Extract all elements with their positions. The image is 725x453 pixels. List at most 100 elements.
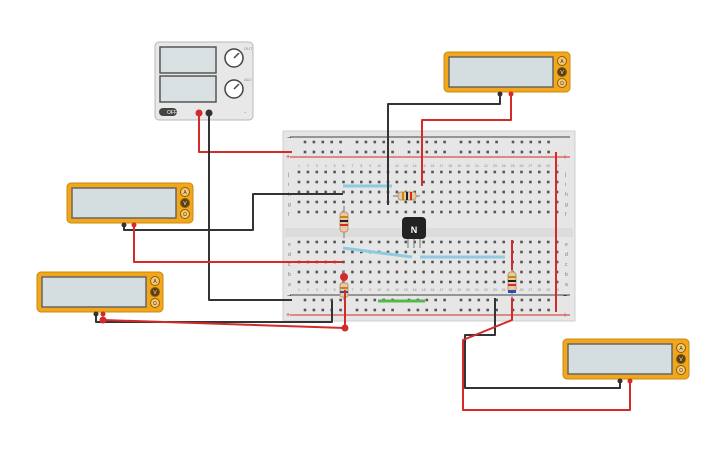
breadboard-hole[interactable] — [520, 270, 523, 274]
breadboard-hole[interactable] — [555, 240, 559, 244]
breadboard-hole[interactable] — [475, 190, 479, 194]
rail-hole[interactable] — [416, 140, 420, 144]
breadboard-hole[interactable] — [431, 180, 434, 184]
breadboard-hole[interactable] — [404, 250, 408, 254]
breadboard-hole[interactable] — [546, 250, 550, 254]
breadboard-hole[interactable] — [484, 170, 488, 174]
breadboard-hole[interactable] — [368, 200, 372, 204]
breadboard-hole[interactable] — [466, 240, 470, 244]
breadboard-hole[interactable] — [475, 170, 479, 174]
breadboard-hole[interactable] — [360, 280, 363, 284]
breadboard-hole[interactable] — [466, 260, 470, 264]
rail-hole[interactable] — [373, 150, 377, 154]
breadboard-hole[interactable] — [457, 170, 461, 174]
rail-hole[interactable] — [434, 308, 437, 312]
breadboard-hole[interactable] — [351, 260, 354, 264]
rail-hole[interactable] — [443, 298, 446, 302]
breadboard-hole[interactable] — [555, 210, 559, 214]
breadboard-hole[interactable] — [546, 180, 550, 184]
rail-hole[interactable] — [547, 140, 550, 144]
breadboard-hole[interactable] — [404, 210, 408, 214]
breadboard-hole[interactable] — [315, 170, 319, 174]
breadboard-hole[interactable] — [395, 180, 399, 184]
rail-hole[interactable] — [339, 298, 342, 302]
rail-hole[interactable] — [355, 298, 359, 302]
breadboard-hole[interactable] — [297, 200, 301, 204]
breadboard-hole[interactable] — [484, 240, 488, 244]
breadboard-hole[interactable] — [315, 190, 319, 194]
breadboard-hole[interactable] — [538, 190, 541, 194]
breadboard-hole[interactable] — [395, 190, 399, 194]
mode-ohm-button[interactable] — [180, 209, 190, 219]
rail-hole[interactable] — [486, 298, 489, 302]
rail-hole[interactable] — [486, 140, 489, 144]
rail-hole[interactable] — [321, 140, 325, 144]
breadboard-hole[interactable] — [546, 210, 550, 214]
breadboard-hole[interactable] — [449, 270, 452, 274]
rail-hole[interactable] — [330, 140, 333, 144]
breadboard-hole[interactable] — [395, 210, 399, 214]
breadboard-hole[interactable] — [360, 210, 363, 214]
breadboard-hole[interactable] — [324, 200, 327, 204]
breadboard-hole[interactable] — [386, 250, 390, 254]
breadboard-hole[interactable] — [520, 180, 523, 184]
rail-hole[interactable] — [373, 140, 377, 144]
rail-hole[interactable] — [407, 308, 411, 312]
rail-hole[interactable] — [382, 140, 385, 144]
breadboard-hole[interactable] — [306, 190, 310, 194]
rail-hole[interactable] — [391, 308, 394, 312]
breadboard-hole[interactable] — [440, 280, 443, 284]
breadboard-hole[interactable] — [520, 190, 523, 194]
breadboard-hole[interactable] — [457, 260, 461, 264]
breadboard-hole[interactable] — [457, 240, 461, 244]
breadboard-hole[interactable] — [422, 180, 425, 184]
breadboard-hole[interactable] — [413, 250, 416, 254]
power-supply[interactable]: OUT ADJ OFF + — [154, 41, 254, 121]
breadboard-hole[interactable] — [386, 270, 390, 274]
breadboard-hole[interactable] — [377, 180, 381, 184]
breadboard-hole[interactable] — [395, 170, 399, 174]
breadboard-hole[interactable] — [546, 260, 550, 264]
breadboard-hole[interactable] — [484, 180, 488, 184]
breadboard-hole[interactable] — [529, 200, 532, 204]
breadboard-hole[interactable] — [493, 280, 497, 284]
breadboard-hole[interactable] — [351, 210, 354, 214]
rail-hole[interactable] — [416, 308, 420, 312]
breadboard-hole[interactable] — [342, 240, 345, 244]
breadboard-hole[interactable] — [404, 200, 408, 204]
rail-hole[interactable] — [443, 150, 446, 154]
breadboard-hole[interactable] — [475, 240, 479, 244]
rail-hole[interactable] — [547, 298, 550, 302]
breadboard-hole[interactable] — [413, 240, 416, 244]
breadboard-hole[interactable] — [324, 240, 327, 244]
breadboard-hole[interactable] — [333, 180, 336, 184]
breadboard-hole[interactable] — [520, 170, 523, 174]
breadboard-hole[interactable] — [422, 200, 425, 204]
wire-black[interactable] — [123, 193, 343, 231]
breadboard-hole[interactable] — [493, 210, 497, 214]
breadboard-hole[interactable] — [431, 280, 434, 284]
breadboard-hole[interactable] — [413, 170, 416, 174]
breadboard-hole[interactable] — [475, 200, 479, 204]
breadboard-hole[interactable] — [315, 200, 319, 204]
breadboard-hole[interactable] — [422, 240, 425, 244]
breadboard-hole[interactable] — [386, 240, 390, 244]
rail-hole[interactable] — [407, 150, 411, 154]
breadboard-hole[interactable] — [315, 240, 319, 244]
rail-hole[interactable] — [468, 150, 472, 154]
breadboard-hole[interactable] — [538, 280, 541, 284]
rail-hole[interactable] — [364, 150, 368, 154]
breadboard-hole[interactable] — [395, 280, 399, 284]
breadboard-hole[interactable] — [457, 270, 461, 274]
rail-hole[interactable] — [425, 308, 429, 312]
breadboard-hole[interactable] — [511, 170, 514, 174]
rail-hole[interactable] — [520, 140, 524, 144]
rail-hole[interactable] — [303, 298, 307, 302]
rail-hole[interactable] — [425, 140, 429, 144]
rail-hole[interactable] — [407, 140, 411, 144]
rail-hole[interactable] — [529, 150, 533, 154]
rail-hole[interactable] — [425, 150, 429, 154]
breadboard-hole[interactable] — [555, 250, 559, 254]
rail-hole[interactable] — [495, 298, 498, 302]
breadboard-hole[interactable] — [422, 210, 425, 214]
